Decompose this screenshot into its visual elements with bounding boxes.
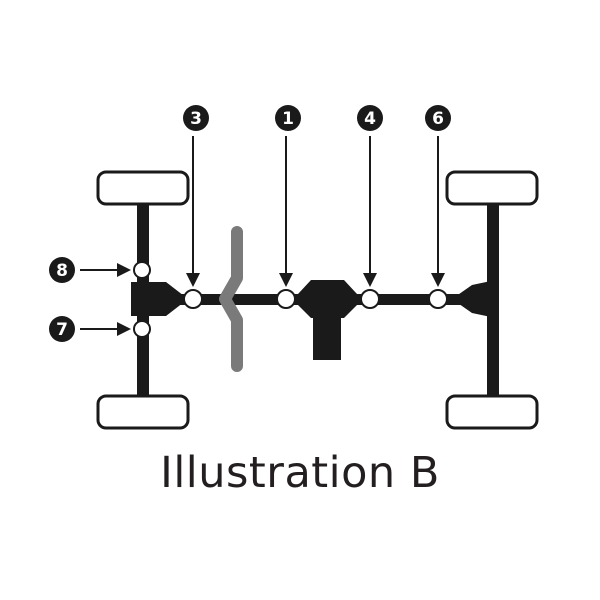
leader-4 [363, 136, 377, 287]
front-differential [131, 282, 188, 316]
illustration-caption: Illustration B [160, 448, 440, 498]
svg-text:7: 7 [56, 320, 68, 340]
leader-8 [80, 263, 131, 277]
marker-7: 7 [49, 316, 75, 342]
joint-6 [428, 289, 448, 309]
leader-3 [186, 136, 200, 287]
rear-left-wheel [445, 170, 539, 206]
leader-1 [279, 136, 293, 287]
rear-differential [452, 281, 499, 317]
transfer-case [298, 280, 357, 360]
rear-right-wheel [445, 394, 539, 430]
marker-3: 3 [183, 105, 209, 131]
joint-4 [360, 289, 380, 309]
marker-8: 8 [49, 257, 75, 283]
leader-6 [431, 136, 445, 287]
front-right-wheel [96, 394, 190, 430]
joint-7 [133, 320, 151, 338]
marker-1: 1 [275, 105, 301, 131]
svg-text:1: 1 [282, 109, 294, 129]
joint-1 [276, 289, 296, 309]
crossmember [219, 226, 243, 372]
joint-8 [133, 261, 151, 279]
leader-7 [80, 322, 131, 336]
svg-text:3: 3 [190, 109, 202, 129]
marker-4: 4 [357, 105, 383, 131]
svg-text:4: 4 [364, 109, 376, 129]
front-left-wheel [96, 170, 190, 206]
joint-3 [183, 289, 203, 309]
svg-text:8: 8 [56, 261, 68, 281]
marker-6: 6 [425, 105, 451, 131]
svg-text:6: 6 [432, 109, 444, 129]
